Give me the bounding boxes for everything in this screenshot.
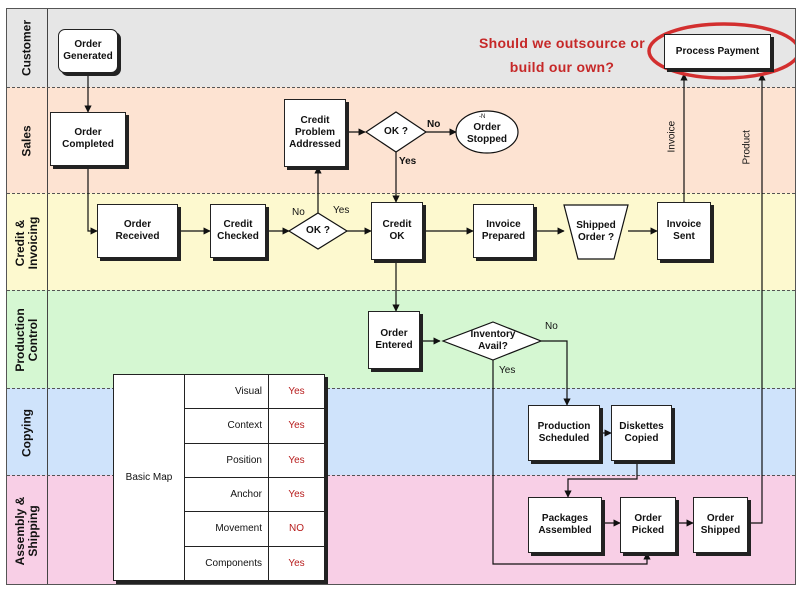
lane-label-sales: Sales [7, 88, 48, 194]
basic-map-table: Basic Map Visual Yes Context Yes Positio… [113, 374, 325, 581]
step-credit-checked: Credit Checked [210, 204, 266, 258]
map-value: Yes [288, 557, 305, 569]
step-process-payment: Process Payment [664, 34, 771, 69]
order-stopped-ellipse [455, 110, 519, 154]
map-row-visual: Visual Yes [185, 375, 324, 410]
map-prop: Components [185, 546, 269, 580]
map-prop: Position [185, 443, 269, 477]
lane-customer: Customer [7, 9, 795, 87]
label-no-credit: No [292, 207, 305, 218]
step-diskettes-copied: Diskettes Copied [611, 405, 672, 461]
edge-completed-received [87, 166, 98, 235]
label-yes-credit: Yes [333, 205, 350, 216]
edge-inventory-production [541, 340, 571, 406]
step-order-generated: Order Generated [58, 29, 118, 73]
lane-label-customer: Customer [7, 9, 48, 87]
step-inventory-avail-label: Inventory Avail? [470, 329, 516, 352]
outsource-highlight [647, 22, 795, 80]
label-no-inventory: No [545, 321, 558, 332]
step-credit-ok: Credit OK [371, 202, 423, 260]
map-value: Yes [288, 454, 305, 466]
step-invoice-prepared: Invoice Prepared [473, 204, 534, 258]
inventory-avail-diamond [441, 321, 543, 361]
ok-credit-diamond [287, 212, 349, 250]
map-row-movement: Movement NO [185, 512, 324, 547]
map-row-position: Position Yes [185, 443, 324, 478]
step-ok-credit-label: OK ? [306, 225, 330, 236]
map-prop: Anchor [185, 477, 269, 512]
map-row-context: Context Yes [185, 409, 324, 444]
step-invoice-sent: Invoice Sent [657, 202, 711, 260]
step-credit-problem-addressed: Credit Problem Addressed [284, 99, 346, 167]
map-row-components: Components Yes [185, 546, 324, 580]
edge-inventory-picked [492, 359, 651, 565]
lane-label-copying: Copying [7, 389, 48, 476]
step-ok-sales-label: OK ? [384, 126, 408, 137]
map-value: Yes [288, 489, 305, 501]
step-order-completed: Order Completed [50, 112, 126, 166]
map-prop: Context [185, 409, 269, 443]
lane-label-credit-invoicing: Credit & Invoicing [7, 194, 48, 291]
step-order-picked: Order Picked [620, 497, 676, 553]
map-value: NO [289, 523, 304, 535]
edge-shipped-payment [748, 73, 766, 524]
step-production-scheduled: Production Scheduled [528, 405, 600, 461]
lane-label-assembly-shipping: Assembly & Shipping [7, 476, 48, 584]
outsource-question: Should we outsource or build our own? [478, 35, 646, 75]
basic-map-title: Basic Map [114, 375, 185, 580]
step-shipped-order-label: Shipped Order ? [576, 220, 616, 243]
basic-map-rows: Visual Yes Context Yes Position Yes Anch… [185, 375, 324, 580]
label-yes-sales: Yes [399, 156, 417, 167]
step-order-stopped-label: Order Stopped [467, 122, 507, 145]
map-value: Yes [288, 386, 305, 398]
label-stopped-mark: -N [479, 114, 486, 120]
step-packages-assembled: Packages Assembled [528, 497, 602, 553]
label-product: Product [741, 130, 753, 165]
edge-diskettes-packages [564, 462, 638, 498]
label-yes-inventory: Yes [499, 365, 516, 376]
shipped-order-trapezoid [563, 204, 629, 260]
step-order-entered: Order Entered [368, 311, 420, 369]
label-no-sales: No [427, 119, 441, 130]
label-invoice: Invoice [666, 120, 678, 153]
flowchart-frame: Customer Sales Credit & Invoicing Produc… [6, 8, 796, 585]
map-prop: Movement [185, 512, 269, 546]
ok-sales-diamond [364, 111, 428, 153]
map-row-anchor: Anchor Yes [185, 477, 324, 513]
map-prop: Visual [185, 375, 269, 409]
step-order-shipped: Order Shipped [693, 497, 748, 553]
connector-layer [84, 22, 795, 565]
step-order-received: Order Received [97, 204, 178, 258]
lane-label-production-control: Production Control [7, 291, 48, 389]
map-value: Yes [288, 420, 305, 432]
